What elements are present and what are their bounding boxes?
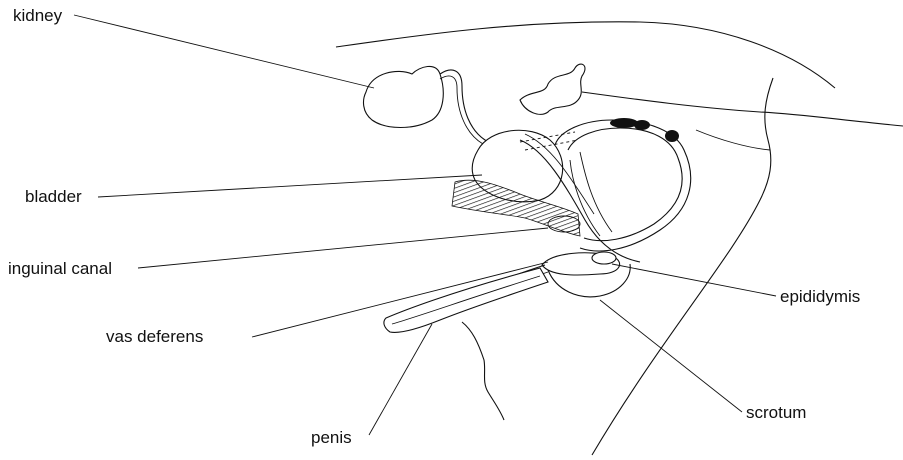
kidney-shape (364, 66, 444, 127)
rump-line (696, 130, 770, 150)
label-scrotum: scrotum (746, 403, 806, 423)
dark-spot-1 (610, 118, 638, 128)
label-bladder: bladder (25, 187, 82, 207)
label-penis: penis (311, 428, 352, 448)
leader-epididymis (612, 264, 776, 296)
leader-kidney (74, 15, 374, 88)
leader-inguinal-canal (138, 228, 548, 268)
label-inguinal-canal: inguinal canal (8, 259, 112, 279)
label-epididymis: epididymis (780, 287, 860, 307)
leader-bladder (98, 175, 482, 197)
dark-spot-3 (665, 130, 679, 142)
epididymis-head (592, 252, 616, 264)
testis-inner (568, 128, 682, 241)
label-kidney: kidney (13, 6, 62, 26)
leader-penis (369, 324, 432, 435)
dark-spot-2 (634, 120, 650, 130)
label-vas-deferens: vas deferens (106, 327, 203, 347)
leader-scrotum (600, 300, 742, 412)
gut-loop (520, 64, 585, 114)
leg-outline (462, 322, 504, 420)
